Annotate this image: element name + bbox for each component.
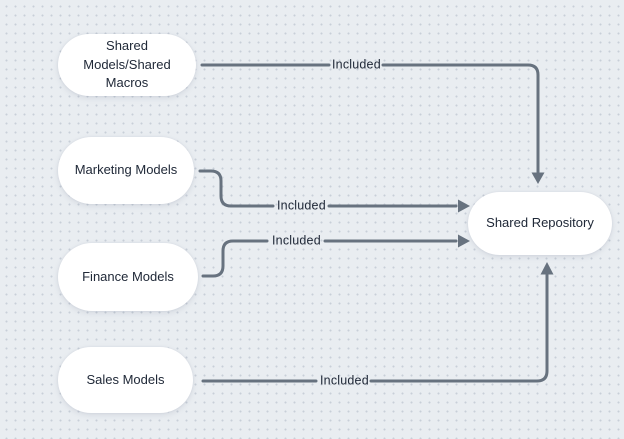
node-label: Marketing Models	[74, 162, 178, 178]
edge-line	[198, 169, 275, 208]
node-shared-models-shared-macros: Shared Models/Shared Macros	[58, 34, 196, 96]
node-label: Sales Models	[86, 371, 165, 387]
node-sales-models: Sales Models	[58, 347, 193, 413]
node-label: Shared Models/Shared Macros	[83, 37, 171, 91]
edge-line	[201, 239, 269, 278]
edge-shared-models-to-repository	[200, 63, 545, 184]
node-label: Shared Repository	[486, 215, 594, 231]
edge-label-included: Included	[332, 57, 381, 72]
edge-line	[369, 273, 549, 383]
node-shared-repository: Shared Repository	[468, 192, 612, 255]
edge-line	[381, 63, 540, 174]
edge-label-included: Included	[320, 373, 369, 388]
node-finance-models: Finance Models	[58, 243, 198, 311]
edge-finance-models-to-repository	[201, 234, 470, 278]
node-label: Finance Models	[82, 268, 174, 284]
edge-sales-models-to-repository	[201, 262, 554, 383]
edge-label-included: Included	[272, 233, 321, 248]
node-marketing-models: Marketing Models	[58, 137, 194, 204]
arrowhead-right-icon	[458, 234, 470, 248]
edge-marketing-models-to-repository	[198, 169, 470, 213]
arrowhead-down-icon	[531, 172, 545, 184]
arrowhead-right-icon	[458, 199, 470, 213]
arrowhead-up-icon	[540, 262, 554, 275]
edge-label-included: Included	[277, 198, 326, 213]
